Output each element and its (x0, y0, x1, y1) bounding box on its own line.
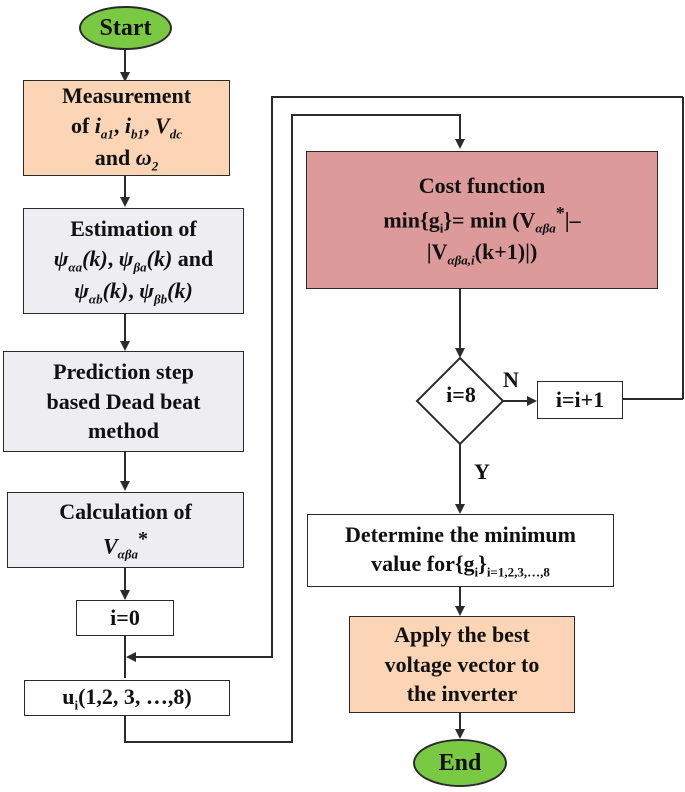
decision-label: i=8 (446, 382, 476, 407)
end-label: End (438, 749, 482, 776)
apply-line1: Apply the best (394, 621, 530, 647)
start-label: Start (99, 14, 152, 41)
increment-step: i=i+1 (537, 381, 623, 419)
init-label: i=0 (110, 605, 140, 631)
calculation-line1: Calculation of (59, 498, 192, 524)
measurement-line2: of ia1, ib1, Vdc (70, 112, 183, 142)
apply-line3: the inverter (406, 681, 518, 707)
arrow-control-to-cost (124, 114, 465, 743)
end-terminal: End (413, 739, 507, 787)
arrow-loop-back (126, 96, 683, 662)
decision-diamond (415, 356, 505, 446)
yes-branch-label: Y (474, 459, 490, 484)
init-step: i=0 (76, 600, 174, 636)
prediction-line3: method (88, 418, 159, 444)
determine-line1: Determine the minimum (345, 521, 576, 547)
increment-label: i=i+1 (555, 387, 605, 413)
prediction-line2: based Dead beat (46, 388, 201, 414)
cost-line1: Cost function (418, 173, 546, 199)
estimation-line2: ψαa(k), ψβa(k) and (53, 245, 214, 275)
calculation-step: Calculation of Vαβa* (7, 492, 244, 568)
prediction-line1: Prediction step (53, 358, 194, 384)
no-branch-label: N (503, 367, 519, 392)
measurement-step: Measurement of ia1, ib1, Vdc and ω2 (23, 80, 230, 176)
apply-step: Apply the best voltage vector to the inv… (349, 616, 575, 713)
measurement-line1: Measurement (61, 83, 192, 109)
control-vectors-label: ui(1,2, 3, …,8) (62, 684, 192, 713)
start-terminal: Start (79, 6, 172, 50)
control-vectors-step: ui(1,2, 3, …,8) (24, 680, 230, 716)
cost-function-step: Cost function min{gi}= min (Vαβa*|– |Vαβ… (306, 151, 658, 289)
estimation-line3: ψαb(k), ψβb(k) (74, 277, 193, 307)
calculation-line2: Vαβa* (102, 528, 149, 562)
apply-line2: voltage vector to (384, 651, 540, 677)
determine-minimum-step: Determine the minimum value for{gi}i=1,2… (307, 514, 614, 587)
prediction-step: Prediction step based Dead beat method (3, 351, 244, 452)
determine-line2: value for{gi}i=1,2,3,…,8 (371, 551, 550, 580)
estimation-step: Estimation of ψαa(k), ψβa(k) and ψαb(k),… (23, 208, 244, 314)
cost-line3: |Vαβa,i(k+1)|) (426, 239, 538, 268)
measurement-line3: and ω2 (94, 144, 159, 174)
cost-line2: min{gi}= min (Vαβa*|– (383, 202, 581, 236)
estimation-line1: Estimation of (70, 216, 197, 242)
